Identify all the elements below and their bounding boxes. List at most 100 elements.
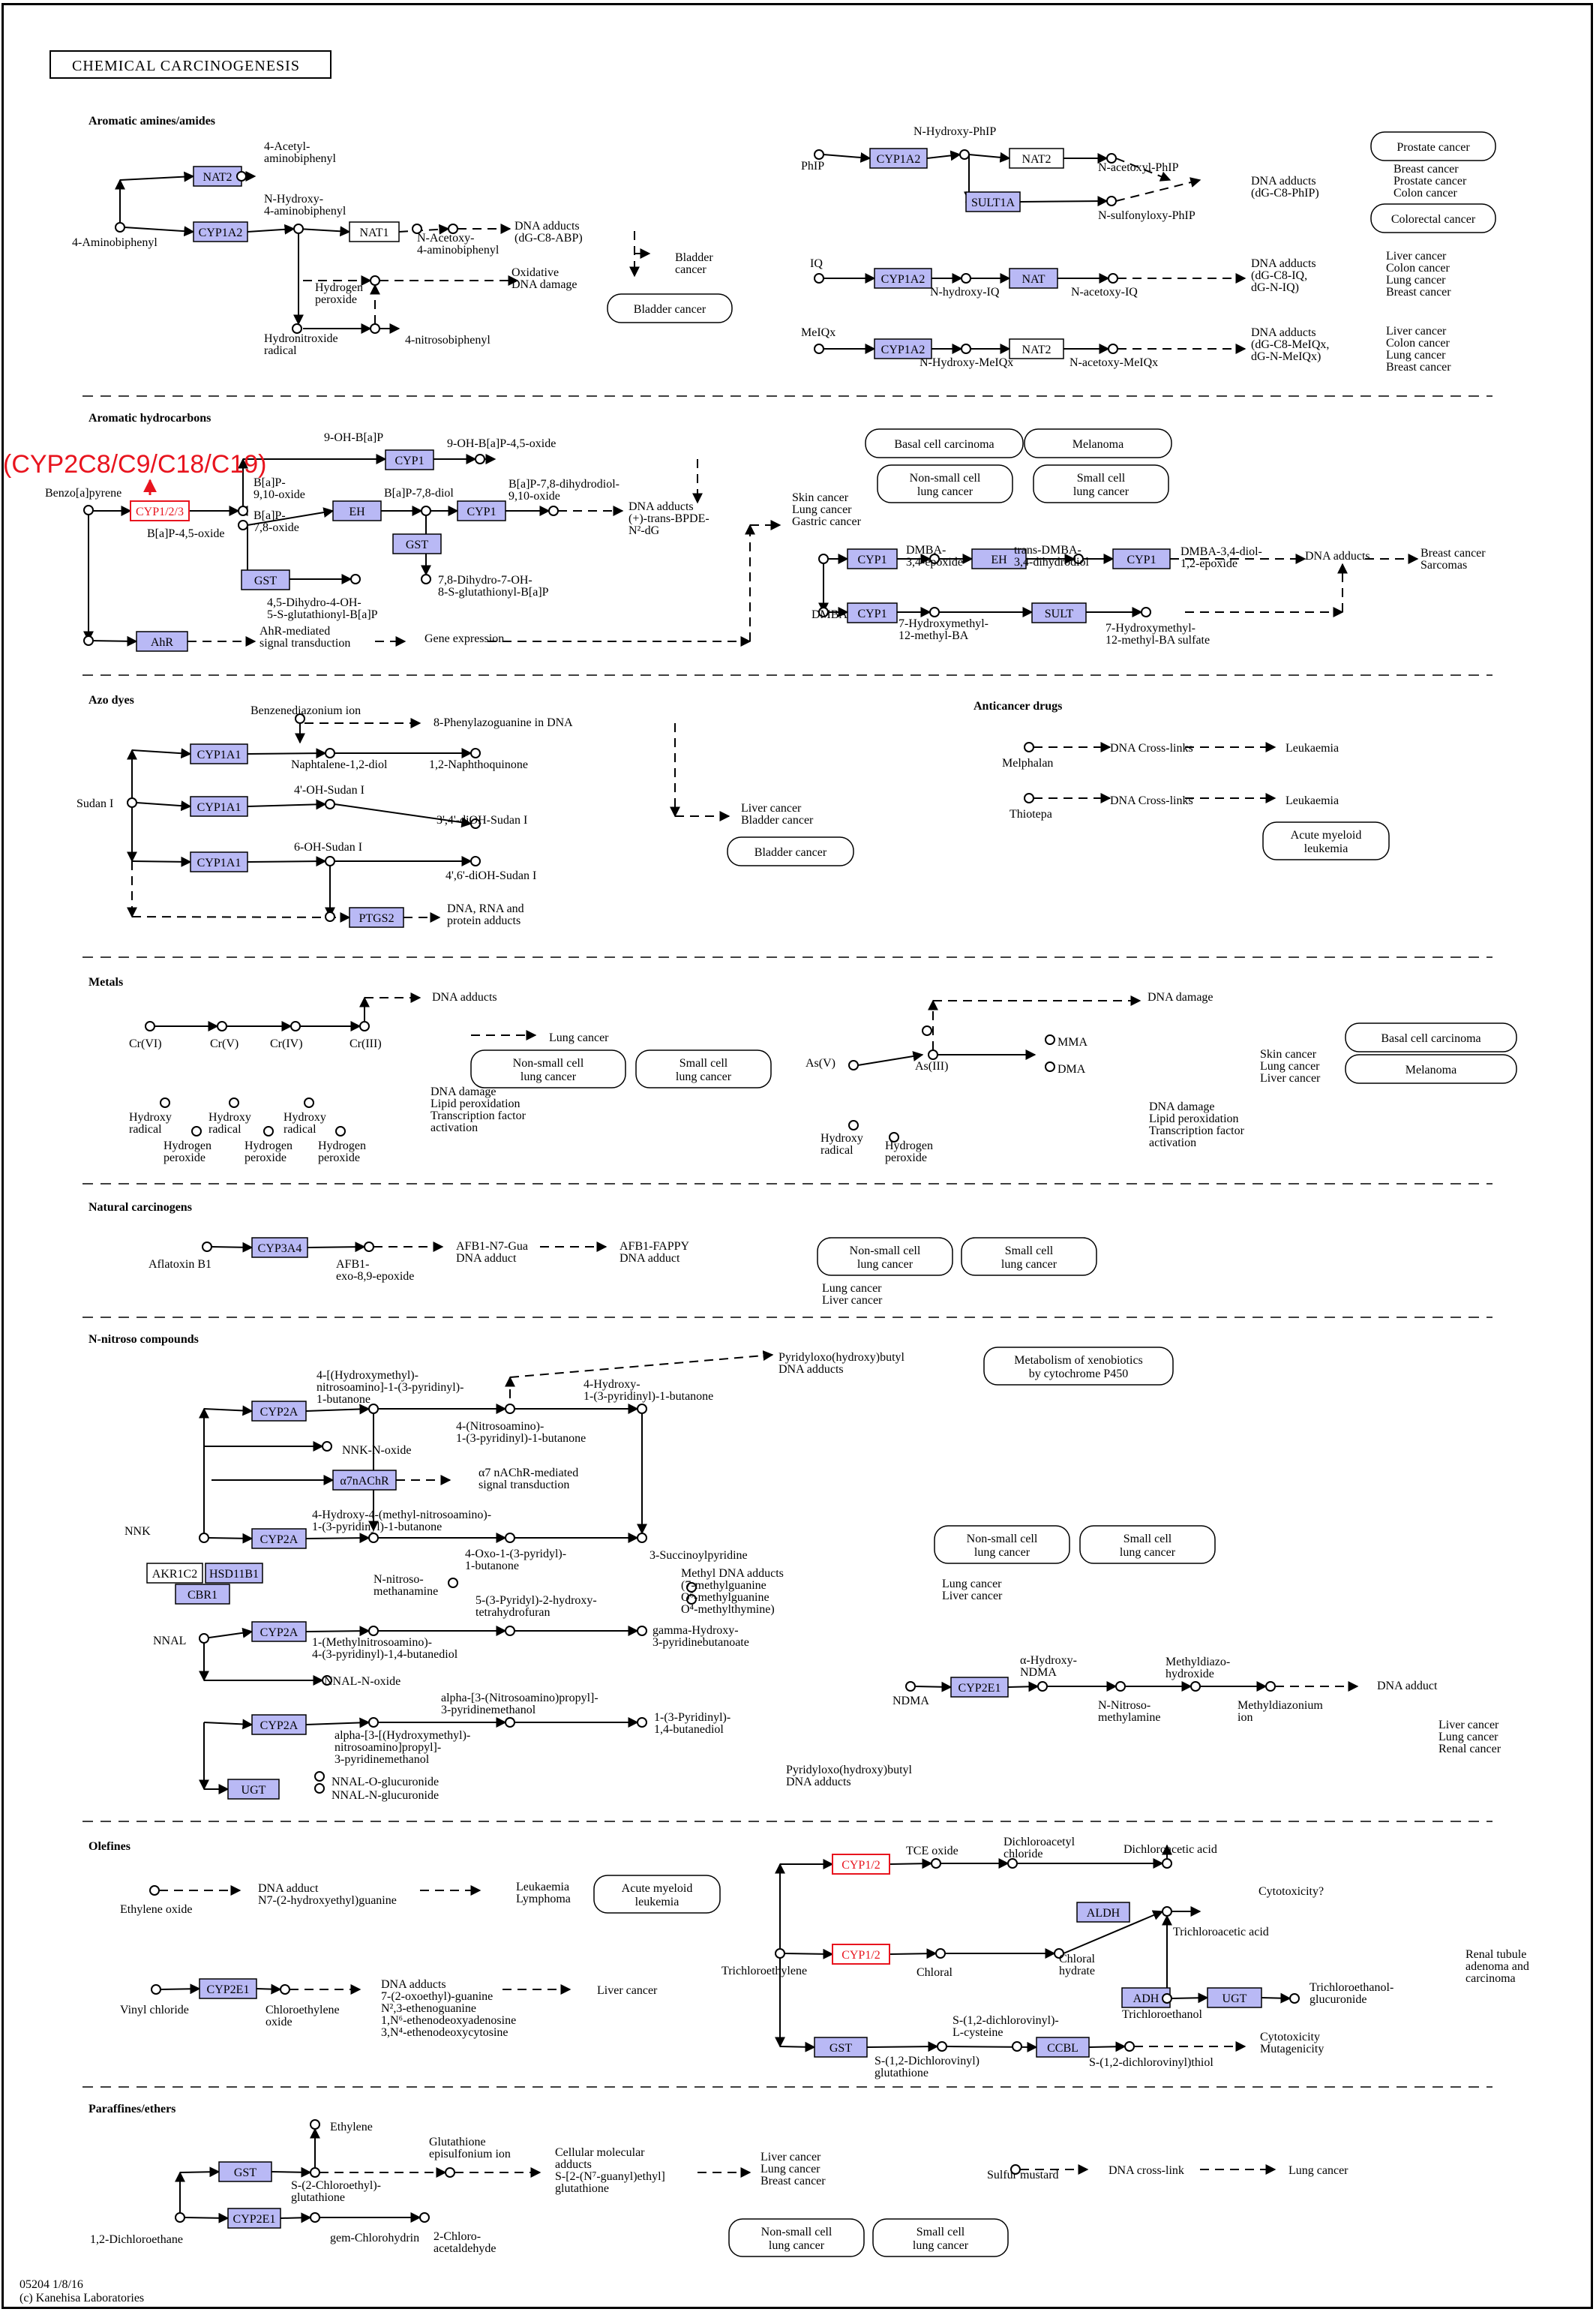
compound-node[interactable]: [1115, 1681, 1126, 1692]
compound-node[interactable]: [937, 2041, 947, 2052]
compound-node[interactable]: [151, 1984, 161, 1995]
gene-box-n23[interactable]: CYP1A1: [190, 743, 248, 764]
compound-node[interactable]: [199, 1533, 209, 1543]
gene-box-n27[interactable]: CYP3A4: [251, 1237, 308, 1258]
compound-node[interactable]: [931, 1858, 941, 1869]
compound-node[interactable]: [83, 635, 94, 646]
compound-node[interactable]: [637, 1533, 647, 1543]
gene-box-n40[interactable]: ALDH: [1076, 1902, 1130, 1923]
gene-box-n15[interactable]: GST: [392, 533, 442, 554]
compound-node[interactable]: [1141, 607, 1151, 617]
compound-node[interactable]: [1106, 196, 1117, 206]
compound-node[interactable]: [191, 1126, 202, 1136]
gene-box-n24[interactable]: CYP1A1: [190, 796, 248, 817]
gene-box-n7[interactable]: CYP1A2: [874, 268, 932, 289]
gene-box-n42[interactable]: UGT: [1207, 1987, 1262, 2008]
compound-node[interactable]: [922, 1025, 932, 1036]
compound-node[interactable]: [505, 1717, 515, 1728]
compound-node[interactable]: [370, 275, 380, 286]
gene-box-n47[interactable]: CYP2E1: [227, 2208, 281, 2229]
compound-node[interactable]: [848, 1120, 859, 1130]
compound-node[interactable]: [83, 505, 94, 515]
gene-box-n26[interactable]: PTGS2: [349, 907, 404, 928]
compound-node[interactable]: [929, 607, 940, 617]
compound-node[interactable]: [448, 1578, 458, 1588]
compound-node[interactable]: [1045, 1061, 1055, 1072]
compound-node[interactable]: [304, 1097, 314, 1108]
compound-node[interactable]: [637, 1404, 647, 1414]
compound-node[interactable]: [929, 554, 940, 564]
gene-box-n8[interactable]: NAT: [1009, 268, 1058, 289]
compound-node[interactable]: [961, 344, 971, 354]
compound-node[interactable]: [961, 273, 971, 284]
compound-node[interactable]: [1073, 554, 1084, 564]
gene-box-n19[interactable]: EH: [971, 548, 1027, 569]
compound-node[interactable]: [322, 1675, 332, 1686]
gene-box-n35[interactable]: CYP2A: [251, 1714, 307, 1735]
gene-box-n21[interactable]: CYP1: [847, 602, 898, 623]
gene-box-n22[interactable]: SULT: [1031, 602, 1087, 623]
compound-node[interactable]: [959, 149, 970, 160]
disease-box-d5[interactable]: Melanoma: [1024, 428, 1172, 458]
compound-node[interactable]: [238, 506, 248, 516]
compound-node[interactable]: [505, 1626, 515, 1636]
gene-box-n5[interactable]: NAT2: [1009, 148, 1064, 169]
compound-node[interactable]: [470, 818, 481, 829]
compound-node[interactable]: [293, 224, 304, 234]
disease-box-d12[interactable]: Basal cell carcinoma: [1345, 1022, 1517, 1052]
disease-box-d13[interactable]: Melanoma: [1345, 1054, 1517, 1084]
compound-node[interactable]: [1108, 273, 1118, 284]
gene-box-n31[interactable]: AKR1C2: [146, 1563, 203, 1584]
gene-box-n2[interactable]: CYP1A2: [193, 221, 248, 242]
compound-node[interactable]: [1054, 1948, 1064, 1959]
gene-box-n1[interactable]: NAT2: [193, 166, 242, 187]
compound-node[interactable]: [1190, 1681, 1201, 1692]
compound-node[interactable]: [1162, 1993, 1172, 2004]
compound-node[interactable]: [368, 1626, 379, 1636]
compound-node[interactable]: [325, 856, 335, 866]
compound-node[interactable]: [368, 1717, 379, 1728]
compound-node[interactable]: [370, 323, 380, 334]
compound-node[interactable]: [889, 1132, 899, 1142]
disease-box-d4[interactable]: Basal cell carcinoma: [865, 428, 1024, 458]
compound-node[interactable]: [1162, 1906, 1172, 1917]
compound-node[interactable]: [1037, 1681, 1048, 1692]
compound-node[interactable]: [310, 2167, 320, 2178]
compound-node[interactable]: [775, 1948, 785, 1959]
gene-box-n4[interactable]: CYP1A2: [869, 148, 928, 169]
compound-node[interactable]: [905, 1681, 916, 1692]
gene-box-n38[interactable]: CYP1/2: [832, 1854, 890, 1875]
gene-box-n6[interactable]: SULT1A: [965, 191, 1021, 212]
gene-box-n44[interactable]: CCBL: [1036, 2037, 1090, 2058]
compound-node[interactable]: [928, 1049, 938, 1060]
compound-node[interactable]: [848, 1060, 859, 1070]
compound-node[interactable]: [1045, 1034, 1055, 1045]
compound-node[interactable]: [470, 856, 481, 866]
compound-node[interactable]: [1024, 793, 1034, 803]
gene-box-n25[interactable]: CYP1A1: [190, 851, 248, 872]
compound-node[interactable]: [448, 224, 458, 234]
gene-box-n3[interactable]: NAT1: [349, 221, 400, 242]
disease-box-d2[interactable]: Prostate cancer: [1370, 131, 1496, 161]
gene-box-n18[interactable]: CYP1: [847, 548, 898, 569]
gene-box-n32[interactable]: HSD11B1: [205, 1563, 263, 1584]
compound-node[interactable]: [314, 1771, 325, 1782]
compound-node[interactable]: [350, 574, 361, 584]
compound-node[interactable]: [505, 1533, 515, 1543]
compound-node[interactable]: [818, 554, 829, 564]
compound-node[interactable]: [310, 2212, 320, 2223]
compound-node[interactable]: [412, 224, 422, 234]
compound-node[interactable]: [175, 2212, 185, 2223]
compound-node[interactable]: [368, 1404, 379, 1414]
compound-node[interactable]: [325, 748, 335, 758]
compound-node[interactable]: [814, 273, 824, 284]
compound-node[interactable]: [1012, 2041, 1022, 2052]
